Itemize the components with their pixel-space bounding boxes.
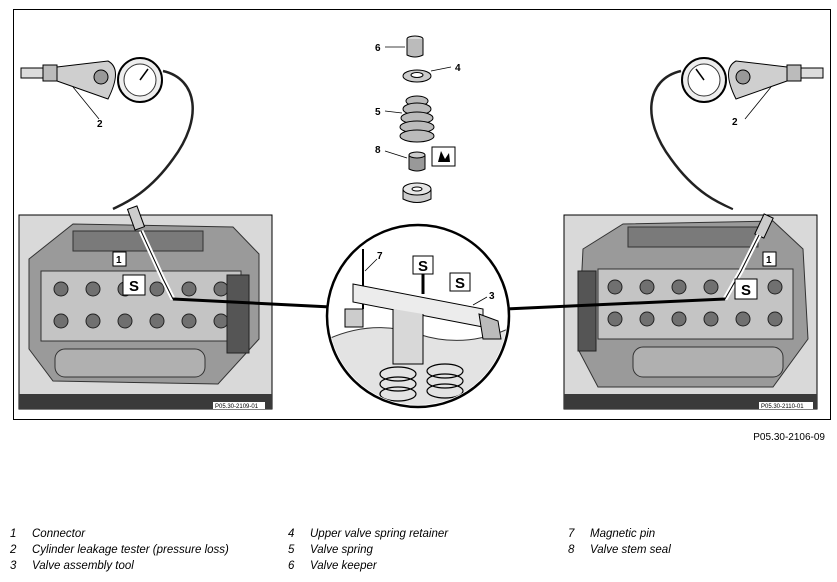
valve-parts-exploded bbox=[384, 35, 456, 203]
callout-1-right: 1 bbox=[766, 255, 772, 266]
callout-3: 3 bbox=[489, 291, 495, 302]
callout-1-left: 1 bbox=[116, 255, 122, 266]
valve-assembly-diagram: 2 2 bbox=[13, 9, 831, 420]
callout-8: 8 bbox=[375, 145, 381, 156]
leakage-tester-left bbox=[20, 57, 194, 211]
callout-2-right: 2 bbox=[732, 117, 738, 128]
leakage-tester-right bbox=[650, 57, 824, 211]
detail-magnified-circle: S S bbox=[325, 223, 511, 409]
photo-code-right: P05.30-2110-01 bbox=[761, 404, 804, 410]
tool-symbol-detail-2: S bbox=[455, 275, 465, 292]
callout-7: 7 bbox=[377, 251, 383, 262]
engine-photo-right: S P05.30-2110-01 bbox=[563, 213, 818, 410]
callout-5: 5 bbox=[375, 107, 381, 118]
tool-symbol-detail-1: S bbox=[418, 258, 428, 275]
callout-2-left: 2 bbox=[97, 119, 103, 130]
tool-symbol-right: S bbox=[741, 282, 751, 299]
callout-6: 6 bbox=[375, 43, 381, 54]
figure-id-label: P05.30-2106-09 bbox=[753, 432, 825, 443]
callout-4: 4 bbox=[455, 63, 461, 74]
photo-code-left: P05.30-2109-01 bbox=[215, 404, 259, 410]
tool-symbol-left: S bbox=[129, 278, 139, 295]
engine-photo-left: S P05.30-2109-01 bbox=[18, 205, 273, 410]
